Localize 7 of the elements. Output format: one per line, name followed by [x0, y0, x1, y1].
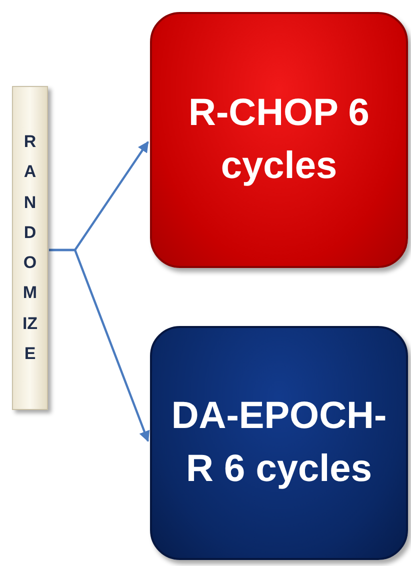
- treatment-box: [150, 326, 408, 560]
- vertical-label: RANDOMIZE: [22, 131, 38, 365]
- treatment-box: [150, 12, 408, 268]
- box-label: DA-EPOCH-R 6 cycles: [170, 394, 388, 492]
- arrow: [49, 248, 150, 442]
- label-bar: [12, 86, 48, 410]
- box-label: R-CHOP 6 cycles: [188, 90, 370, 189]
